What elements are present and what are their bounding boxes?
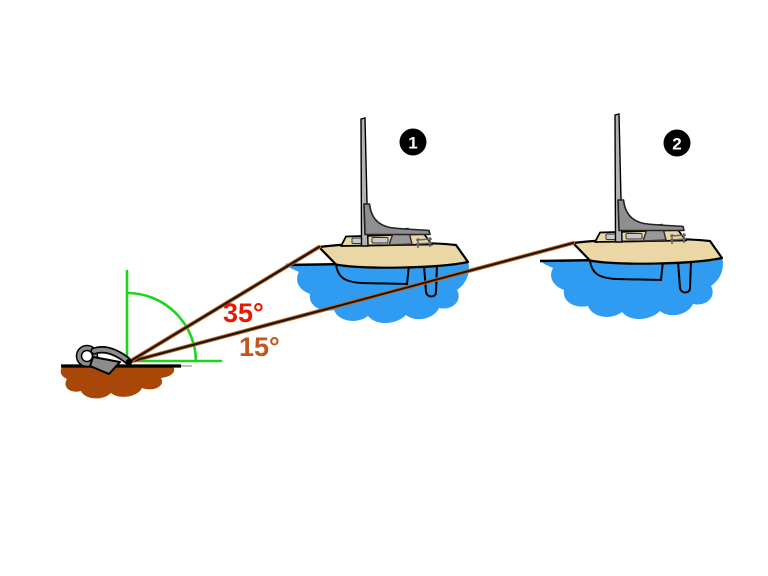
angle-label-15: 15° bbox=[239, 332, 280, 362]
anchor-fluke bbox=[89, 356, 121, 375]
badge-1: 1 bbox=[399, 128, 427, 156]
badge-2-number: 2 bbox=[672, 135, 681, 154]
angle-arc bbox=[125, 291, 198, 363]
rope-15 bbox=[127, 241, 575, 364]
badge-2: 2 bbox=[663, 129, 691, 157]
rope-knot bbox=[125, 358, 133, 366]
badge-1-circle bbox=[399, 128, 427, 156]
seabed bbox=[60, 366, 175, 399]
anchor-shank bbox=[92, 347, 130, 363]
sailboat-2 bbox=[538, 112, 725, 321]
rope-35 bbox=[127, 245, 321, 364]
badge-1-number: 1 bbox=[408, 134, 417, 153]
angle-label-35: 35° bbox=[223, 298, 264, 328]
anchor bbox=[75, 344, 132, 375]
anchor-ring-inner bbox=[77, 346, 97, 366]
angle-guides bbox=[125, 269, 223, 364]
badge-2-circle bbox=[663, 129, 691, 157]
sailboat-1 bbox=[284, 116, 471, 325]
ropes bbox=[125, 241, 575, 366]
